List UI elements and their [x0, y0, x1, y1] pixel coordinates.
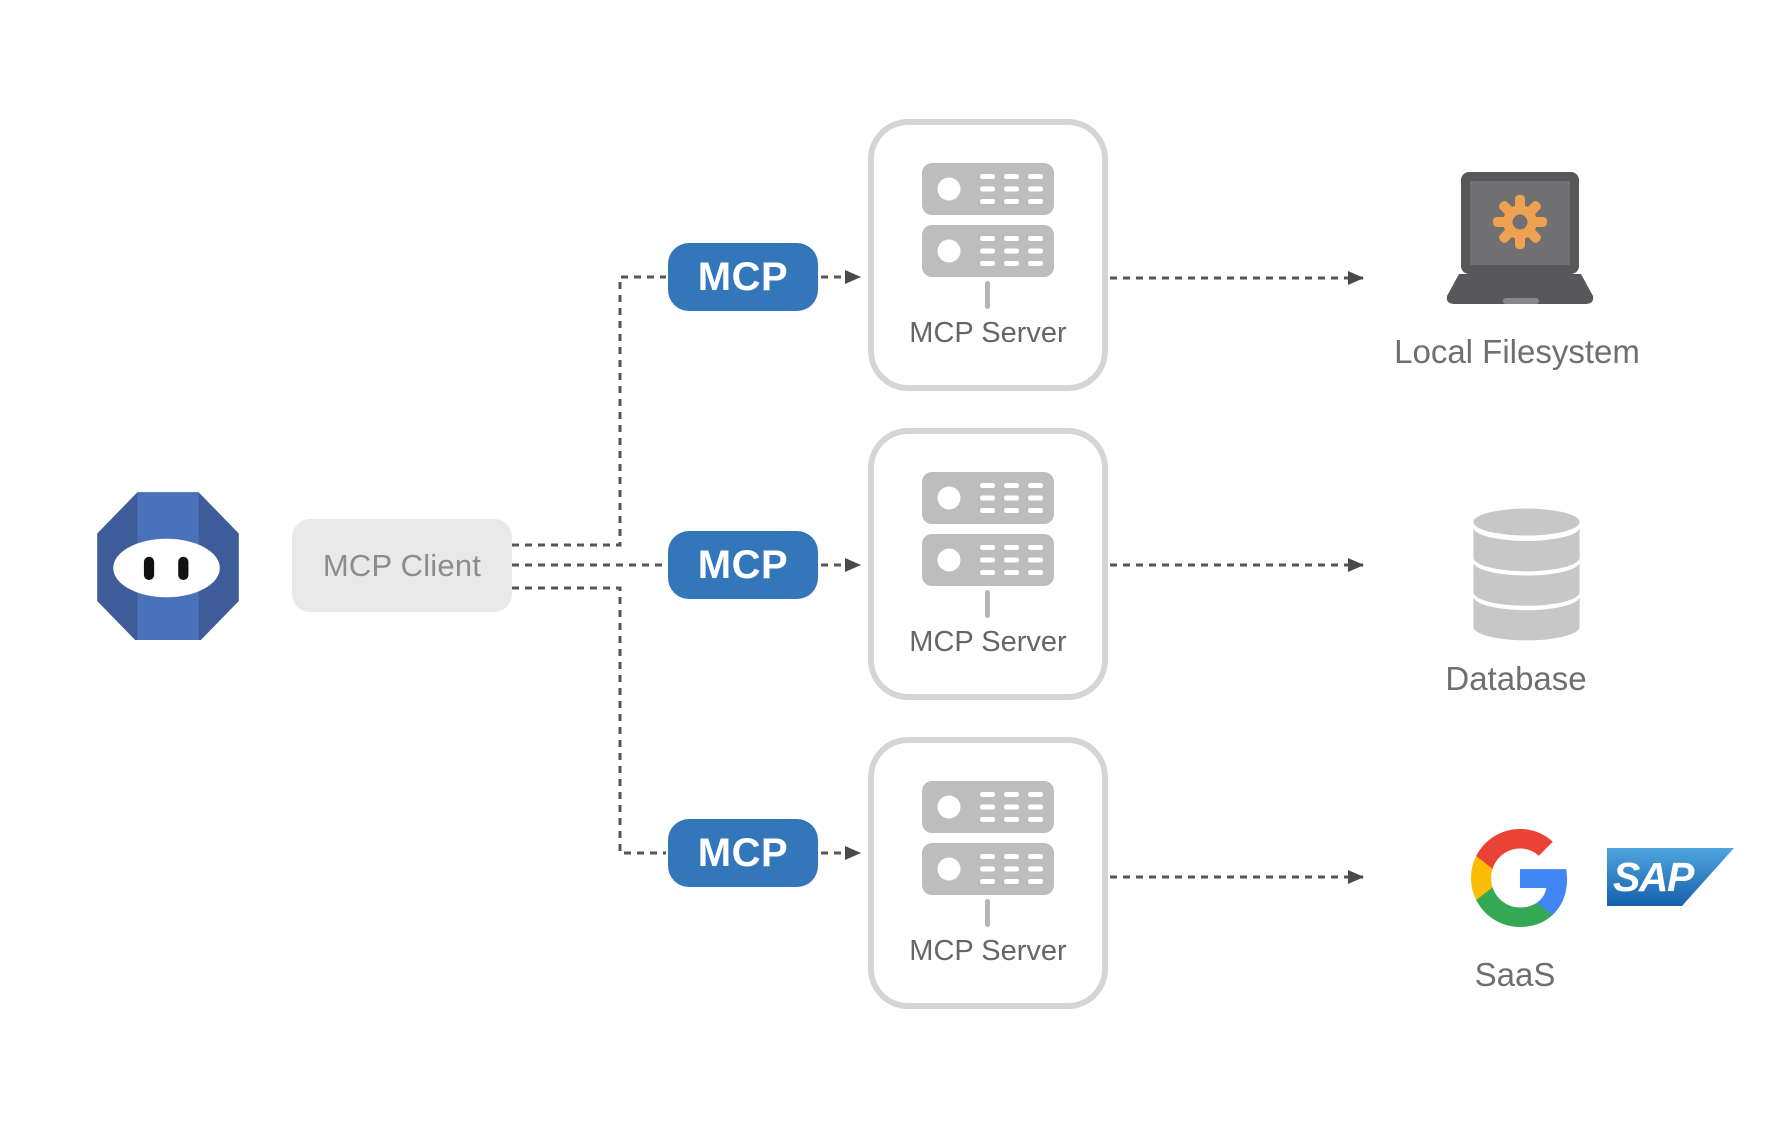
server-rack-icon [922, 163, 1054, 215]
server-stem [985, 590, 990, 618]
mcp-badge-2: MCP [668, 531, 818, 599]
connector-client-to-badge-3 [512, 586, 666, 855]
server-rack-icon [922, 534, 1054, 586]
connector-client-to-badge-1 [512, 275, 666, 547]
filesystem-label: Local Filesystem [1394, 333, 1640, 370]
sap-logo-text: SAP [1613, 853, 1694, 900]
sap-logo-icon: SAP [1607, 848, 1734, 906]
robot-face [113, 538, 220, 598]
mcp-server-label: MCP Server [909, 317, 1067, 349]
mcp-client-box: MCP Client [292, 519, 512, 612]
server-rack-icon [922, 843, 1054, 895]
mcp-badge-3: MCP [668, 819, 818, 887]
saas-label: SaaS [1474, 956, 1556, 993]
mcp-badge-1: MCP [668, 243, 818, 311]
server-rack-icon [922, 472, 1054, 524]
mcp-server-label: MCP Server [909, 935, 1067, 967]
mcp-server-box-2: MCP Server [868, 428, 1108, 700]
database-label: Database [1445, 660, 1587, 697]
mcp-badge-2-label: MCP [697, 542, 789, 587]
google-logo-icon [1471, 829, 1568, 927]
mcp-badge-3-label: MCP [697, 830, 789, 875]
gear-icon [1493, 195, 1547, 249]
robot-agent-icon [97, 492, 239, 640]
server-rack-icon [922, 781, 1054, 833]
server-rack-icon [922, 225, 1054, 277]
laptop-gear-icon [1446, 172, 1594, 304]
robot-eye-left [143, 556, 155, 580]
database-cylinder-icon [1473, 508, 1580, 641]
server-stem [985, 281, 990, 309]
mcp-server-box-3: MCP Server [868, 737, 1108, 1009]
mcp-server-box-1: MCP Server [868, 119, 1108, 391]
mcp-badge-1-label: MCP [697, 254, 789, 299]
server-stem [985, 899, 990, 927]
mcp-client-label: MCP Client [322, 547, 482, 583]
robot-eye-right [178, 556, 189, 580]
mcp-server-label: MCP Server [909, 626, 1067, 658]
